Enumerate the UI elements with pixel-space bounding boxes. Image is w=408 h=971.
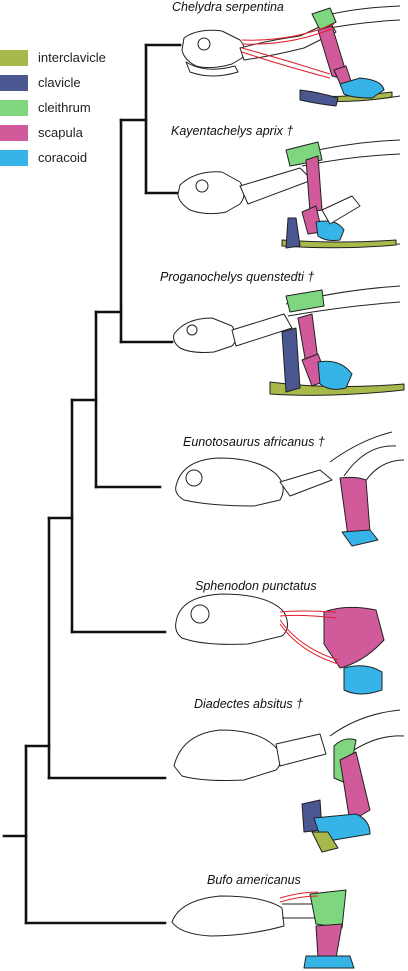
taxon-label-sphenodon: Sphenodon punctatus [195,579,317,593]
taxon-name: Eunotosaurus africanus [183,435,315,449]
kayentachelys-scapula [305,155,323,213]
kayentachelys-orbit [195,179,209,193]
taxon-label-kayentachelys: Kayentachelys aprix † [171,124,293,138]
taxon-label-eunotosaurus: Eunotosaurus africanus † [183,435,325,449]
eunotosaurus-skull [175,457,284,507]
sphenodon-muscles [279,610,339,665]
sphenodon-scapula [323,606,385,669]
sphenodon-coracoid [343,665,383,695]
bufo-muscles [279,891,319,903]
legend-label: cleithrum [38,100,91,115]
chelydra-jaw [185,61,239,77]
eunotosaurus-orbit [185,469,203,487]
kayentachelys-limb [321,195,361,225]
bufo-skull [171,895,285,937]
legend-label: coracoid [38,150,88,165]
chelydra-drawing [181,5,401,107]
kayentachelys-neck [239,167,313,205]
bufo-scapula [315,923,343,959]
taxon-label-proganochelys: Proganochelys quenstedti † [160,270,314,284]
chelydra-muscles [241,23,335,79]
bufo-coracoid [303,955,355,969]
kayentachelys-drawing [177,139,401,249]
proganochelys-skull [173,317,237,353]
chelydra-cleithrum [311,7,337,31]
diadectes-interclavicle [311,831,339,853]
taxon-name: Proganochelys quenstedti [160,270,304,284]
eunotosaurus-drawing [175,431,405,547]
eunotosaurus-scapula [339,476,371,537]
bufo-drawing [171,889,355,969]
legend-label: scapula [38,125,83,140]
proganochelys-orbit [186,324,198,336]
extinct-dagger: † [286,124,294,138]
extinct-dagger: † [296,697,304,711]
legend-item-cleithrum: cleithrum [0,98,106,117]
legend-item-interclavicle: interclavicle [0,48,106,67]
taxon-label-chelydra: Chelydra serpentina [172,0,284,14]
diadectes-scapula [339,751,371,823]
taxon-label-bufo: Bufo americanus [207,873,301,887]
taxon-name: Bufo americanus [207,873,301,887]
taxon-label-diadectes: Diadectes absitus † [194,697,303,711]
chelydra-orbit [197,37,211,51]
legend-swatch [0,74,28,91]
kayentachelys-clavicle [285,217,301,249]
kayentachelys-interclavicle [281,239,397,249]
legend-item-clavicle: clavicle [0,73,106,92]
proganochelys-neck [231,313,293,347]
legend-swatch [0,149,28,166]
taxon-name: Diadectes absitus [194,697,293,711]
proganochelys-drawing [173,285,405,396]
chelydra-skull [181,29,246,69]
legend-swatch [0,49,28,66]
legend-label: interclavicle [38,50,106,65]
proganochelys-coracoid [317,360,353,390]
legend-item-coracoid: coracoid [0,148,106,167]
diadectes-neck [275,733,327,767]
extinct-dagger: † [307,270,315,284]
legend-swatch [0,124,28,141]
proganochelys-clavicle [281,327,301,393]
chelydra-clavicle [299,89,339,107]
taxon-name: Sphenodon punctatus [195,579,317,593]
legend-item-scapula: scapula [0,123,106,142]
taxon-name: Chelydra serpentina [172,0,284,14]
extinct-dagger: † [317,435,325,449]
legend-label: clavicle [38,75,81,90]
eunotosaurus-coracoid [341,529,379,547]
chelydra-coracoid [339,77,385,99]
sphenodon-orbit [190,604,210,624]
diadectes-drawing [173,709,405,853]
sphenodon-drawing [175,593,385,695]
phylogenetic-tree [2,43,182,925]
kayentachelys-skull [177,171,245,215]
bufo-cleithrum [309,889,347,929]
diadectes-skull [173,729,282,781]
eunotosaurus-neck [279,469,333,497]
taxon-name: Kayentachelys aprix [171,124,283,138]
legend: interclavicle clavicle cleithrum scapula… [0,48,106,173]
legend-swatch [0,99,28,116]
proganochelys-cleithrum [285,289,325,313]
